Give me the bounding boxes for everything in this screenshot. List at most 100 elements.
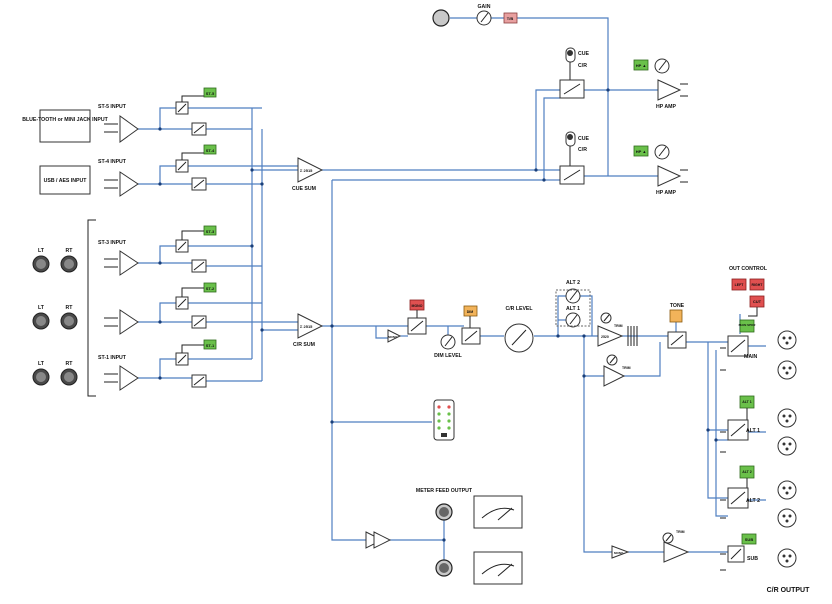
vu-meter-1 xyxy=(473,495,523,529)
hp-tag-2[interactable] xyxy=(633,145,649,157)
out-control-label: OUT CONTROL xyxy=(729,266,768,272)
alt1-out-label: ALT 1 xyxy=(746,428,760,434)
dim-level-label: DIM LEVEL xyxy=(434,353,462,359)
st4-input-label: ST-4 INPUT xyxy=(98,159,127,165)
bluetooth-box: BLUE-TOOTH or MINI JACK INPUT xyxy=(22,109,109,143)
tag-st4[interactable] xyxy=(203,144,217,155)
out-control: OUT CONTROL LEFT RIGHT CUT MAIN SPKR MAI… xyxy=(720,266,768,571)
cr-output-label: C/R OUTPUT xyxy=(767,587,811,594)
hp-tag-1[interactable] xyxy=(633,59,649,71)
svg-text:T/B: T/B xyxy=(507,16,514,21)
hp-amp-2: HP ▲ HP AMP xyxy=(633,144,688,196)
vu-meter-2 xyxy=(473,551,523,585)
xlr-sub xyxy=(777,548,797,568)
main-spkr-tag[interactable] xyxy=(739,319,755,333)
main-label: MAIN xyxy=(744,354,758,360)
svg-text:HP ▲: HP ▲ xyxy=(636,149,647,154)
tb-button[interactable] xyxy=(503,12,518,24)
svg-text:SUB: SUB xyxy=(745,537,754,542)
sub-tag[interactable] xyxy=(741,533,757,545)
tone-button[interactable] xyxy=(669,309,683,323)
tag-st5[interactable] xyxy=(203,87,217,98)
hp-amp-label-2: HP AMP xyxy=(656,190,676,196)
svg-text:ST-5: ST-5 xyxy=(206,91,215,96)
cr-sum-label: C/R SUM xyxy=(293,342,315,348)
xlr-alt2-l xyxy=(777,480,797,500)
hp-amp-1: HP ▲ HP AMP xyxy=(633,58,688,110)
xlr-main-r xyxy=(777,360,797,380)
jack-rt-label-2: RT xyxy=(66,305,74,311)
meter-feed-label: METER FEED OUTPUT xyxy=(416,488,473,494)
jack-lt-label-3: LT xyxy=(38,361,45,367)
svg-text:C/R: C/R xyxy=(578,147,587,153)
svg-text:ALT 2: ALT 2 xyxy=(742,470,752,474)
amp-triangle-st5 xyxy=(119,115,139,143)
alt1-level-label: ALT 1 xyxy=(566,306,580,312)
cue-sum: Σ 2515 CUE SUM xyxy=(292,157,324,192)
junction-dots xyxy=(158,88,718,542)
svg-text:LEFT: LEFT xyxy=(735,283,745,287)
svg-text:HP ▲: HP ▲ xyxy=(636,63,647,68)
xlr-alt1-l xyxy=(777,408,797,428)
svg-text:ST-3: ST-3 xyxy=(206,229,215,234)
hp-amp-label-1: HP AMP xyxy=(656,104,676,110)
cue-sum-label: CUE SUM xyxy=(292,186,316,192)
svg-text:ST-1: ST-1 xyxy=(206,343,215,348)
jack-group[interactable]: LT RT LT RT LT RT xyxy=(32,248,78,386)
input-selectors[interactable]: ST-5 ST-4 ST-3 ST-2 ST-1 xyxy=(175,87,217,388)
jack-lt-label-1: LT xyxy=(38,248,45,254)
jack-rt-label-3: RT xyxy=(66,361,74,367)
cr-level-label: C/R LEVEL xyxy=(505,306,533,312)
xlr-alt2-r xyxy=(777,508,797,528)
talkback-mic-jack[interactable] xyxy=(432,9,450,27)
st3-input-label: ST-3 INPUT xyxy=(98,240,127,246)
wires xyxy=(138,17,766,568)
usb-label: USB / AES INPUT xyxy=(44,178,88,184)
alt2-level-label: ALT 2 xyxy=(566,280,580,286)
st5-input-label: ST-5 INPUT xyxy=(98,104,127,110)
gain-label: GAIN xyxy=(478,4,491,10)
xlr-alt1-r xyxy=(777,436,797,456)
svg-text:Σ 2515: Σ 2515 xyxy=(300,324,313,329)
talkback-section: GAIN T/B xyxy=(432,4,518,27)
svg-text:MONO: MONO xyxy=(412,304,423,308)
right-button[interactable] xyxy=(749,278,765,291)
svg-text:MONO: MONO xyxy=(388,335,398,339)
svg-text:Σ 2515: Σ 2515 xyxy=(300,168,313,173)
alt2-out-label: ALT 2 xyxy=(746,498,760,504)
input-stages: ST-5 INPUT ST-4 INPUT ST-3 INPUT ST-1 IN… xyxy=(98,104,139,391)
svg-text:CUT: CUT xyxy=(753,299,762,304)
usb-box: USB / AES INPUT xyxy=(39,165,91,195)
meter-amp-2 xyxy=(373,531,392,549)
tone-label: TONE xyxy=(670,303,685,309)
svg-text:2520: 2520 xyxy=(601,335,609,339)
svg-text:TRIM: TRIM xyxy=(676,530,685,534)
svg-text:TRIM: TRIM xyxy=(622,366,631,370)
input-bracket xyxy=(87,219,96,397)
amp-triangle-st4 xyxy=(119,171,139,197)
svg-text:CUE: CUE xyxy=(578,136,589,142)
jack-lt-label-2: LT xyxy=(38,305,45,311)
amp-triangle-st3 xyxy=(119,250,139,276)
svg-text:ST-4: ST-4 xyxy=(206,148,215,153)
svg-text:MAIN SPKR: MAIN SPKR xyxy=(739,323,757,327)
cue-selector-2[interactable]: CUE C/R xyxy=(559,131,589,185)
amp-triangle-st2 xyxy=(119,309,139,335)
svg-text:DIM: DIM xyxy=(467,310,474,314)
svg-text:C/R: C/R xyxy=(578,63,587,69)
cr-sum: Σ 2515 C/R SUM xyxy=(293,313,324,348)
xlr-main-l xyxy=(777,330,797,350)
jack-rt-label-1: RT xyxy=(66,248,74,254)
st1-input-label: ST-1 INPUT xyxy=(98,355,127,361)
cue-selector-1[interactable]: CUE C/R xyxy=(559,47,589,99)
left-button[interactable] xyxy=(731,278,747,291)
svg-text:CUE: CUE xyxy=(578,51,589,57)
svg-text:TRIM: TRIM xyxy=(614,324,623,328)
cr-chain: MONO MONO DIM LEVEL DIM C/R LEVEL ALT 2 … xyxy=(387,280,690,563)
amp-triangle-st1 xyxy=(119,365,139,391)
svg-text:ST-2: ST-2 xyxy=(206,286,215,291)
remote-control-icon[interactable] xyxy=(433,399,455,441)
xlr-outputs xyxy=(777,330,797,568)
